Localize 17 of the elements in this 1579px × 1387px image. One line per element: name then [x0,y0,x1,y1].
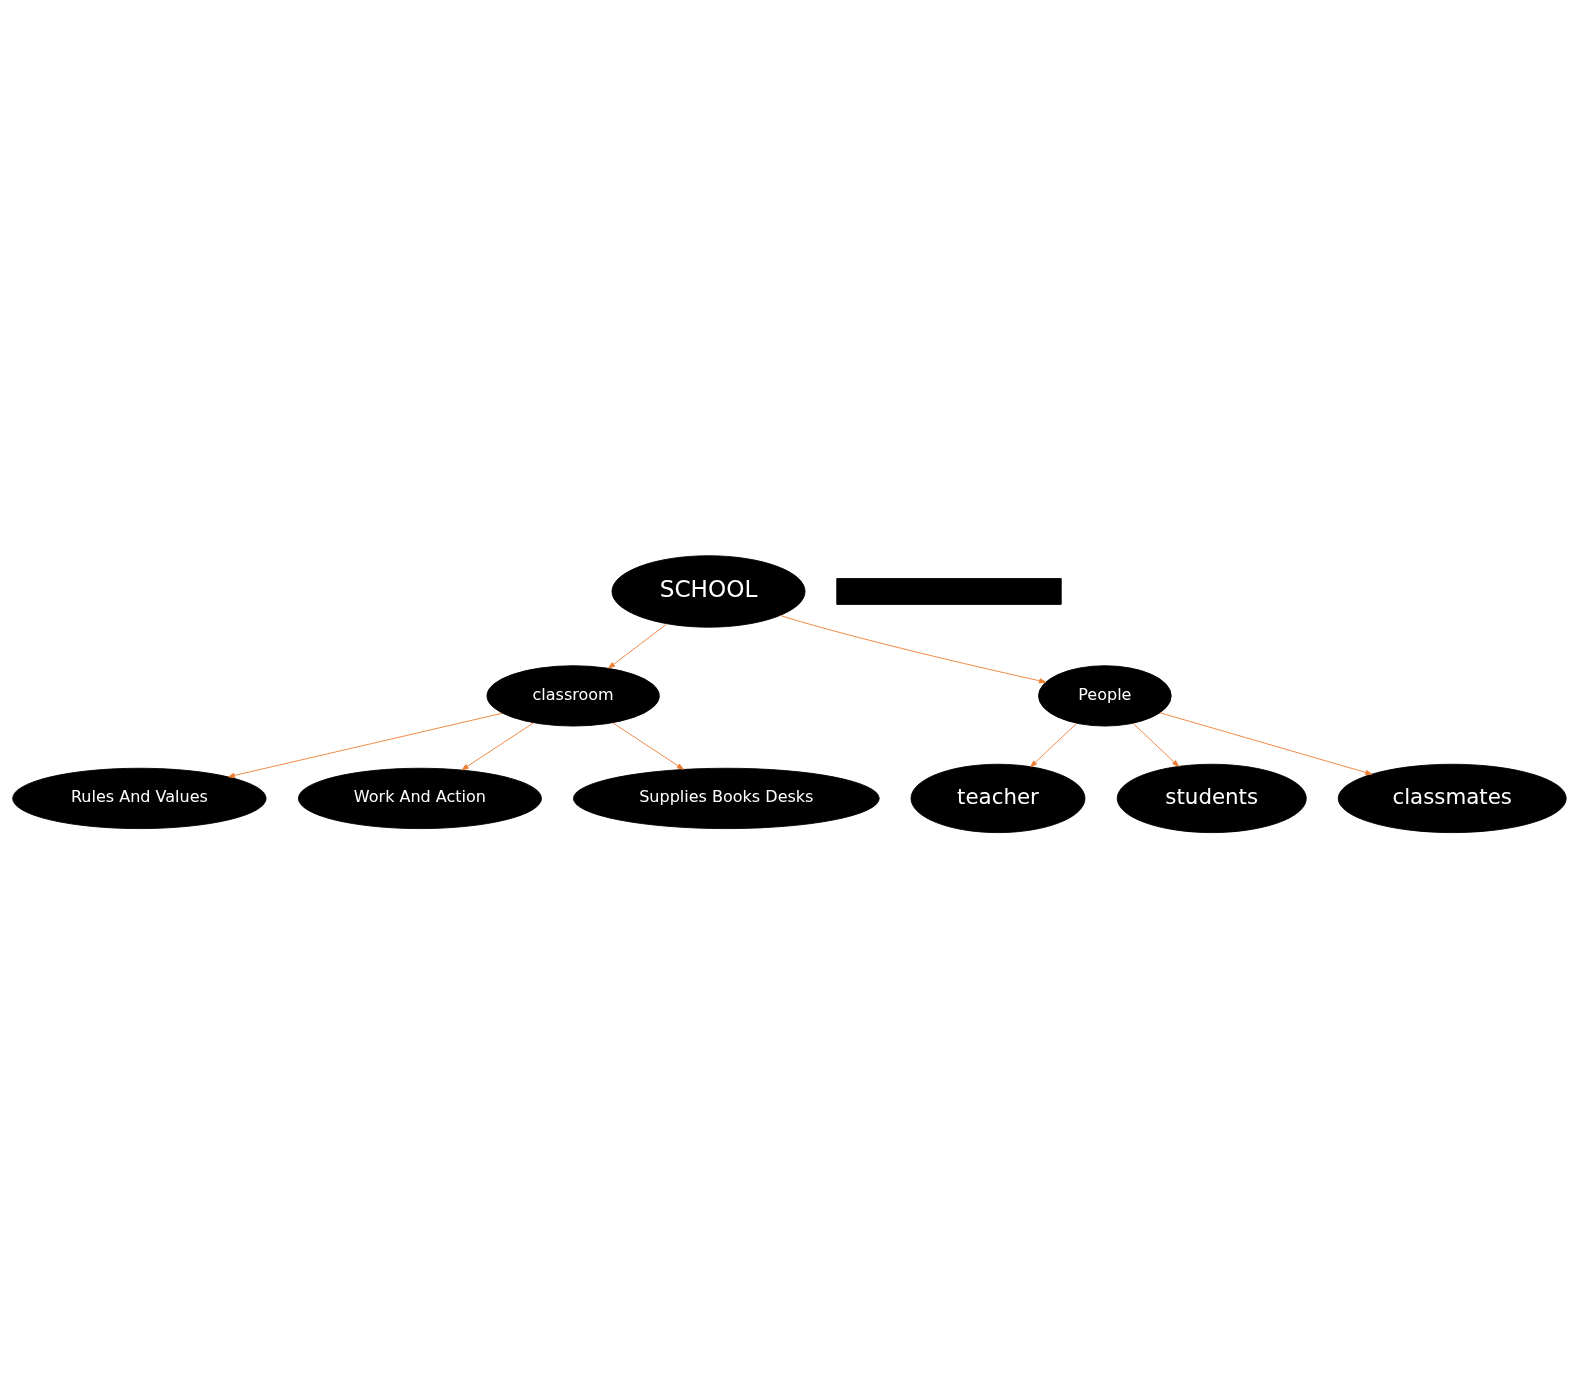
arrow [608,623,668,669]
arrow [461,722,534,770]
node-ellipse: Supplies Books Desks [573,767,880,829]
arrow [779,614,1047,683]
node-ellipse: classmates [1337,763,1567,833]
node-ellipse: SCHOOL [611,554,806,628]
node-ellipse: students [1116,763,1307,833]
node-ellipse: Rules And Values [12,767,267,829]
node-ellipse: Work And Action [297,767,542,829]
arrow [227,712,503,778]
arrow [1159,711,1373,775]
arrow [612,722,684,770]
node-ellipse: teacher [910,763,1086,833]
arrow [1030,722,1077,767]
arrow [1132,722,1180,767]
node-bar [836,577,1062,605]
node-ellipse: classroom [486,664,660,726]
